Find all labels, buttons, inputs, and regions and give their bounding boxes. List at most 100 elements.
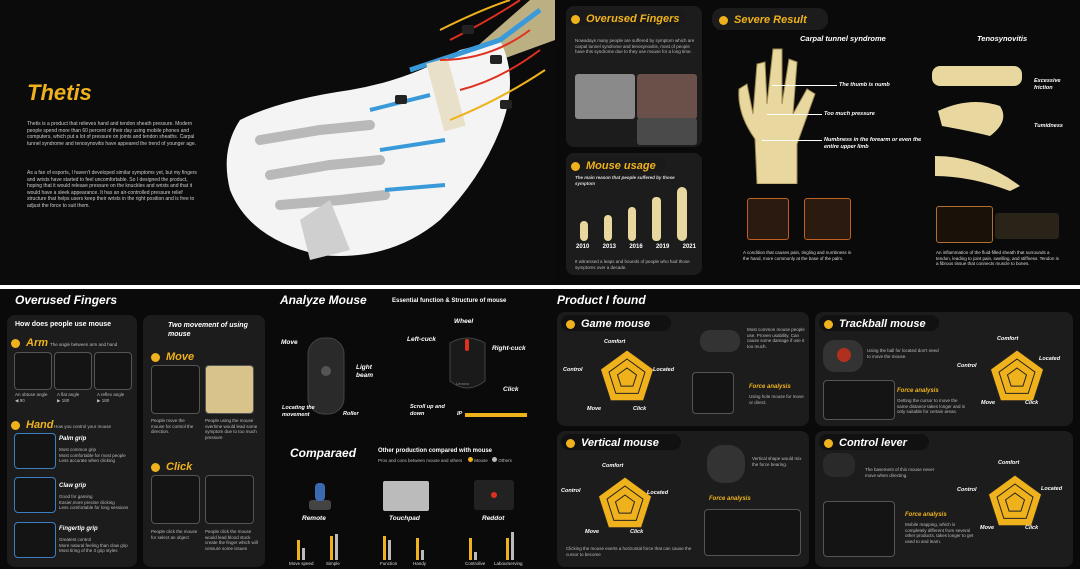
arm-thumb-3: [94, 352, 132, 390]
cat-labels: Move speed Simple Function Handy Control…: [289, 561, 529, 569]
radar-axis-control: Control: [957, 487, 977, 493]
photo-mouse: [637, 118, 697, 145]
grip-palm-name: Palm grip: [59, 436, 87, 442]
force-title: Force analysis: [905, 512, 947, 518]
move-thumb-1: [151, 365, 200, 414]
item-name-remote: Remote: [302, 515, 326, 522]
year-label: 2013: [602, 244, 617, 250]
radar-axis-move: Move: [587, 406, 602, 412]
arm-angle-3: A reflex angle▶ 180: [97, 392, 125, 403]
grip-thumb-palm: [14, 433, 56, 469]
hand-title: Hand: [11, 419, 54, 431]
label-move: Move: [281, 339, 298, 346]
cat-label: Function: [380, 561, 398, 566]
card-desc: Vertical shape would mix the force beari…: [752, 456, 802, 467]
overused-fingers-top-panel: Overused Fingers Nowadays many people ar…: [566, 6, 702, 147]
item-name-reddot: Reddot: [482, 515, 505, 522]
label-left-cuck: Left-cuck: [407, 336, 436, 343]
radar-axis-located: Located: [653, 367, 675, 373]
legend-others: Others: [498, 458, 512, 463]
product-image: [707, 445, 745, 483]
grip-palm-desc: Most common grip Most comfortable for mo…: [59, 447, 126, 463]
mouse-usage-panel: Mouse usage The main reason that people …: [566, 153, 702, 275]
force-title: Force analysis: [709, 496, 751, 502]
compare-bars-reddot: [466, 530, 526, 560]
xray-image-1: [747, 198, 789, 240]
item-name-touchpad: Touchpad: [389, 515, 420, 522]
legend: Mouse Others: [468, 457, 512, 464]
product-image: [700, 330, 740, 352]
section-divider: [0, 285, 1080, 289]
label-roller: Roller: [343, 411, 359, 417]
card-desc: Most common mouse people use. Proven usa…: [747, 327, 805, 349]
hero-section: Thetis Thetis is a product that relieves…: [0, 0, 555, 285]
compared-subtitle: Other production compared with mouse: [378, 448, 493, 454]
click-title: Click: [151, 461, 192, 473]
label-locating: Locating the movement: [282, 405, 315, 418]
radar-axis-located: Located: [1041, 486, 1063, 492]
radar-axis-control: Control: [561, 488, 581, 494]
hero-paragraph-1: Thetis is a product that relieves hand a…: [27, 121, 197, 147]
label-ip: IP: [457, 411, 463, 417]
force-image: [692, 372, 734, 414]
move-thumb-2: [205, 365, 254, 414]
product-card-control-lever: Control lever The basement of this mouse…: [815, 431, 1073, 567]
force-image: [823, 380, 895, 420]
card-title: Control lever: [824, 437, 907, 449]
carpal-hand-illustration: [738, 48, 816, 184]
remote-image: [304, 478, 334, 512]
how-people-use-panel: How does people use mouse Arm The angle …: [7, 315, 137, 567]
hand-skeleton-illustration: [226, 0, 555, 260]
arm-thumb-1: [14, 352, 52, 390]
touchpad-image: [383, 481, 429, 511]
teno-xray-2: [995, 213, 1059, 239]
radar-axis-click: Click: [1025, 400, 1039, 406]
mouse-usage-title: Mouse usage: [571, 160, 656, 172]
compare-bars-touchpad: [380, 530, 430, 560]
year-labels: 2010 2013 2016 2019 2021: [576, 244, 696, 250]
label-right-cuck: Right-cuck: [492, 345, 526, 352]
radar-axis-control: Control: [957, 363, 977, 369]
carpal-label-2: Too much pressure: [824, 111, 875, 117]
grip-claw-name: Claw grip: [59, 483, 87, 489]
teno-finger-illustration: [932, 66, 1022, 191]
teno-caption: An inflammation of the fluid-filled shea…: [936, 250, 1059, 266]
compared-sub2: Pros and cons between mouse and others: [378, 458, 463, 463]
photo-hand-mouse: [637, 74, 697, 119]
cat-label: Handy: [413, 561, 427, 566]
hand-subtitle: How you control your mouse: [54, 424, 112, 429]
carpal-label-3: Numbness in the forearm or even the enti…: [824, 137, 922, 150]
carpal-label-1: The thumb is numb: [839, 82, 890, 88]
radar-axis-comfort: Comfort: [602, 463, 624, 469]
force-text: Mobile mapping, which is completely diff…: [905, 522, 974, 544]
force-title: Force analysis: [749, 384, 791, 390]
card-title: Trackball mouse: [824, 318, 926, 330]
move-text-1: People move the mouse for control the di…: [151, 418, 194, 434]
radar-axis-comfort: Comfort: [997, 336, 1019, 342]
year-label: 2016: [629, 244, 643, 250]
overused-fingers-bottom-title: Overused Fingers: [15, 293, 118, 307]
carpal-title: Carpal tunnel syndrome: [800, 34, 886, 43]
finger-bar-graphic: [580, 187, 687, 241]
move-title: Move: [151, 351, 194, 363]
analyze-mouse-title: Analyze Mouse: [280, 293, 367, 307]
hero-title: Thetis: [27, 80, 92, 105]
radar-axis-move: Move: [981, 400, 996, 406]
radar-chart: [989, 349, 1045, 402]
radar-axis-located: Located: [647, 490, 669, 496]
cat-label: Controlive: [465, 561, 486, 566]
legend-mouse: Mouse: [474, 458, 488, 463]
year-label: 2010: [576, 244, 590, 250]
radar-axis-move: Move: [585, 529, 600, 535]
click-text-1: People click the mouse for select an obj…: [151, 529, 198, 540]
force-text: Getting the cursor to move the same dist…: [897, 398, 966, 414]
severe-result-title: Severe Result: [719, 14, 807, 26]
legend-mouse-swatch: [468, 457, 473, 462]
cat-label: Move speed: [289, 561, 314, 566]
ip-bar: [465, 413, 527, 417]
carpal-caption: A condition that causes pain, tingling a…: [743, 250, 852, 261]
radar-axis-comfort: Comfort: [604, 339, 626, 345]
grip-fingertip-desc: Greatest control More natural feeling th…: [59, 537, 128, 553]
how-title: How does people use mouse: [15, 321, 112, 328]
card-title: Game mouse: [566, 318, 650, 330]
